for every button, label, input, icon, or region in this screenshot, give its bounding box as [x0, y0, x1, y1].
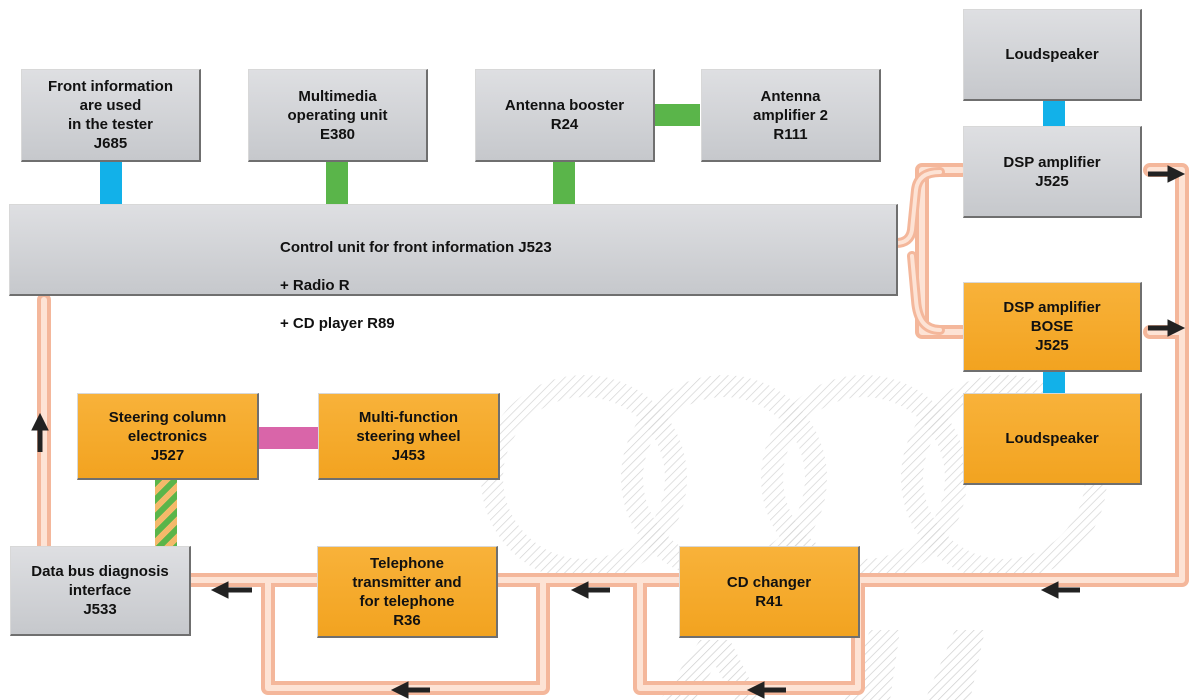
node-r36: Telephone transmitter and for telephone …	[317, 546, 498, 638]
link-e380-j523	[326, 161, 348, 205]
j523-cd-player: + CD player R89	[280, 315, 395, 332]
node-j685: Front information are used in the tester…	[21, 69, 201, 162]
optical-bus-ring	[37, 163, 1189, 695]
node-label: Loudspeaker	[1005, 46, 1099, 63]
node-r41: CD changer R41	[679, 546, 860, 638]
link-r24-r111	[654, 104, 700, 126]
node-loudspeaker-bottom: Loudspeaker	[963, 393, 1142, 485]
link-j685-j523	[100, 161, 122, 205]
node-label: Multi-function steering wheel J453	[356, 408, 461, 464]
node-label: Antenna amplifier 2 R111	[752, 87, 829, 143]
link-j527-j453	[258, 427, 319, 449]
node-label: Multimedia operating unit E380	[287, 87, 388, 143]
flow-arrows	[31, 165, 1186, 699]
node-label: DSP amplifier BOSE J525	[1003, 299, 1101, 354]
j523-title: Control unit for front information J523	[280, 239, 552, 256]
link-bose-loudspeaker	[1043, 371, 1065, 394]
link-loudspeaker-dsp	[1043, 100, 1065, 127]
node-e380: Multimedia operating unit E380	[248, 69, 428, 162]
link-j527-j533	[155, 479, 177, 547]
link-r24-j523	[553, 161, 575, 205]
node-j533: Data bus diagnosis interface J533	[10, 546, 191, 636]
node-label: Data bus diagnosis interface J533	[31, 563, 169, 618]
node-j527: Steering column electronics J527	[77, 393, 259, 480]
node-label: Telephone transmitter and for telephone …	[352, 554, 462, 629]
node-label: CD changer R41	[726, 573, 812, 610]
node-j523: Control unit for front information J523 …	[9, 204, 898, 332]
node-label: Loudspeaker	[1005, 430, 1099, 447]
node-label: DSP amplifier J525	[1003, 153, 1101, 190]
j523-radio: + Radio R	[280, 277, 350, 294]
node-j453: Multi-function steering wheel J453	[318, 393, 500, 480]
node-dsp-j525: DSP amplifier J525	[963, 126, 1142, 218]
node-r24: Antenna booster R24	[475, 69, 655, 162]
node-r111: Antenna amplifier 2 R111	[701, 69, 881, 162]
node-label: Antenna booster R24	[504, 97, 625, 133]
node-loudspeaker-top: Loudspeaker	[963, 9, 1142, 101]
node-label: Steering column electronics J527	[108, 408, 227, 464]
node-label: Front information are used in the tester…	[48, 78, 173, 152]
node-dsp-bose: DSP amplifier BOSE J525	[963, 282, 1142, 372]
